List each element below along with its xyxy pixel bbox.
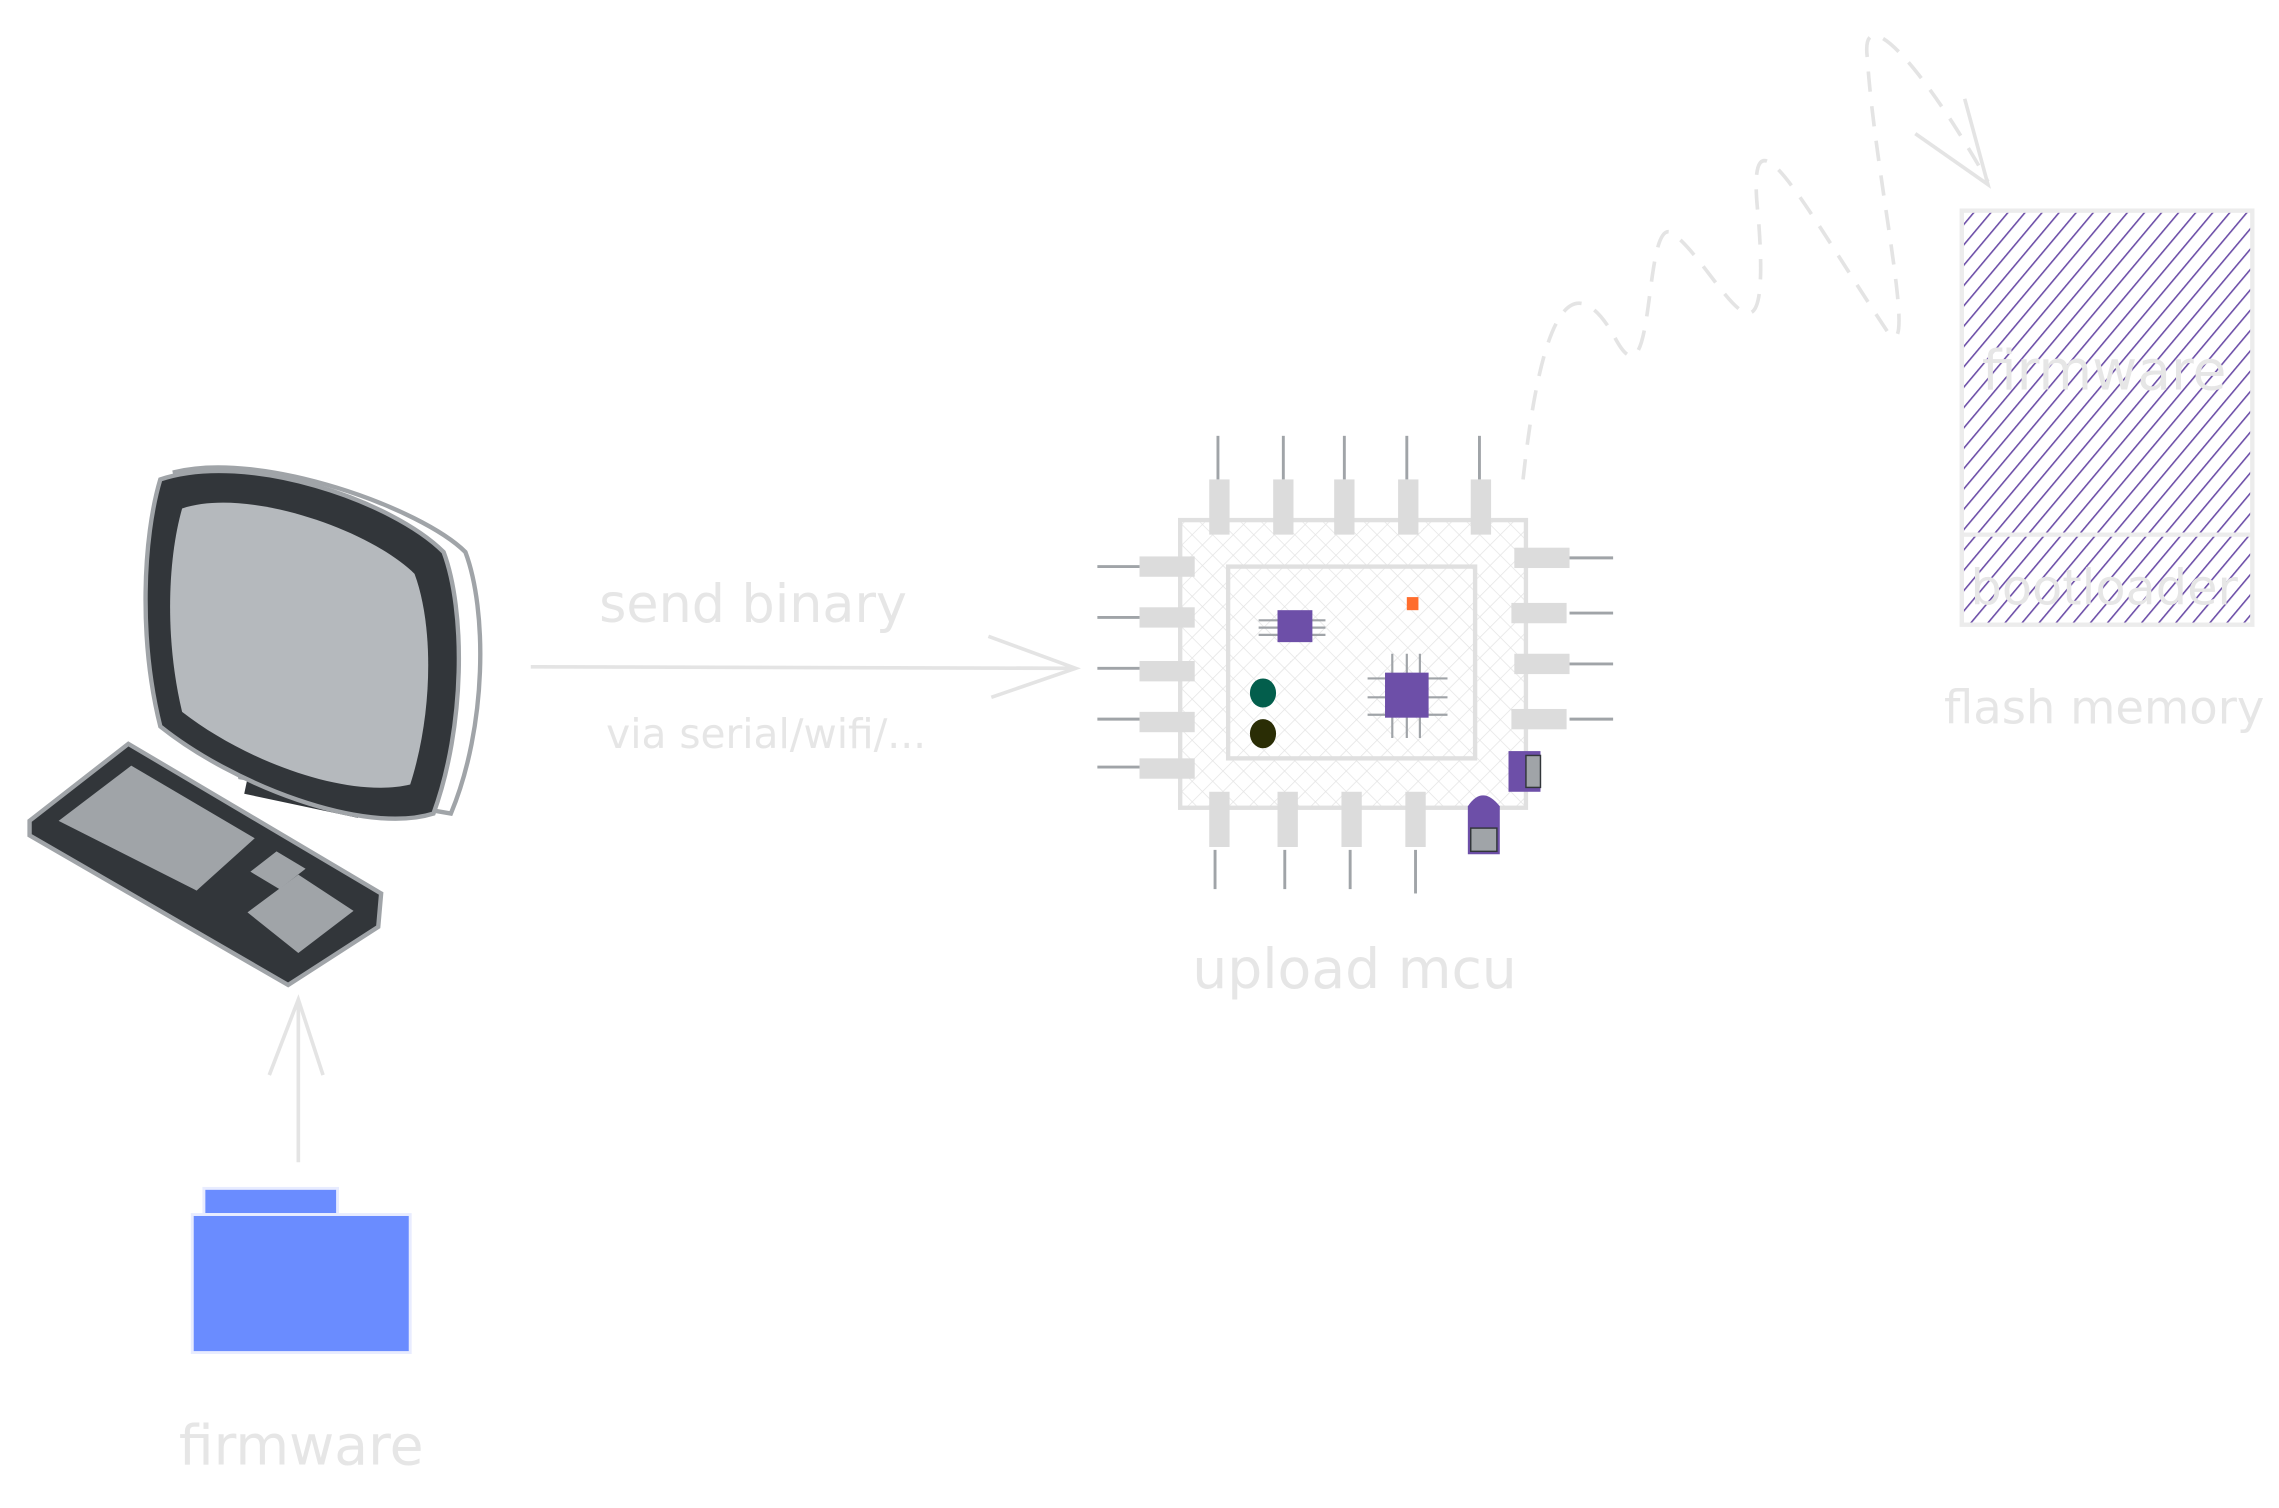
- via-label: via serial/wifi/...: [606, 710, 926, 758]
- upload-arrow: [267, 994, 325, 1163]
- flash-memory-icon: [1959, 208, 2255, 627]
- flash-firmware-label: firmware: [1982, 339, 2227, 403]
- flash-memory-label: flash memory: [1944, 680, 2264, 734]
- write-arrow: [1521, 33, 1990, 480]
- send-arrow: [530, 634, 1081, 700]
- send-binary-label: send binary: [599, 574, 907, 635]
- mcu-chip-icon: [1097, 435, 1614, 894]
- upload-mcu-label: upload mcu: [1192, 938, 1517, 1002]
- flash-bootloader-label: bootloader: [1970, 558, 2238, 616]
- firmware-file-label: firmware: [179, 1414, 424, 1478]
- computer-icon: [27, 465, 483, 988]
- folder-icon: [190, 1186, 412, 1355]
